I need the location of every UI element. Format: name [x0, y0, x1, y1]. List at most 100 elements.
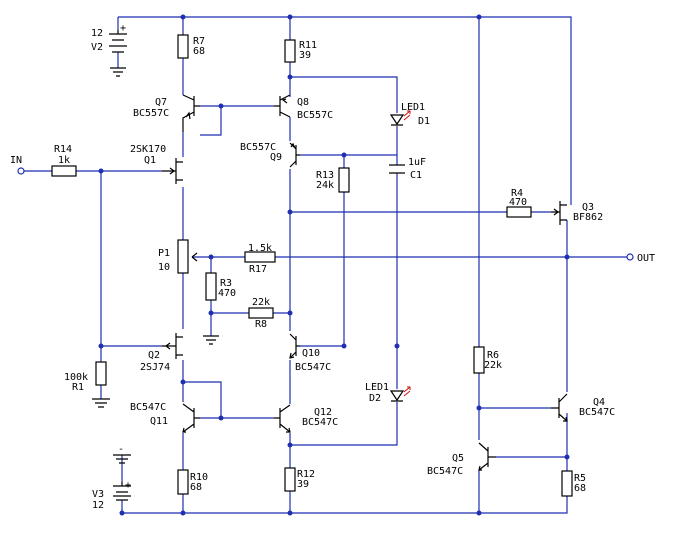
q11-name: Q11 — [150, 416, 168, 427]
transistor-q5: Q5 BC547C — [427, 442, 496, 477]
r12-name: R12 — [297, 469, 315, 480]
transistor-q12: Q12 BC547C — [274, 404, 338, 433]
input-terminal: IN — [10, 155, 25, 175]
r17-value: 1.5k — [248, 243, 272, 254]
resistor-r6: R6 22k — [473, 346, 502, 374]
q5-part: BC547C — [427, 466, 463, 477]
r14-value: 1k — [58, 155, 70, 166]
q7-name: Q7 — [155, 97, 167, 108]
q5-name: Q5 — [452, 453, 464, 464]
transistor-q7: Q7 BC557C — [133, 94, 200, 132]
output-label: OUT — [637, 253, 655, 264]
resistor-r10: R10 68 — [177, 469, 208, 495]
led-d2: LED1 D2 — [365, 382, 411, 404]
r17-name: R17 — [249, 264, 267, 275]
v3-minus: - — [118, 444, 124, 455]
d1-name: D1 — [418, 116, 430, 127]
v3-name: V3 — [92, 489, 104, 500]
resistor-r1: 100k R1 — [64, 361, 107, 393]
transistor-q11: BC547C Q11 — [130, 402, 200, 433]
input-label: IN — [10, 155, 22, 166]
potentiometer-p1: P1 10 — [158, 239, 198, 274]
p1-value: 10 — [158, 262, 170, 273]
r6-value: 22k — [484, 360, 502, 371]
p1-name: P1 — [158, 248, 170, 259]
r6-name: R6 — [487, 350, 499, 361]
resistor-r14: R14 1k — [51, 144, 77, 177]
c1-value: 1uF — [408, 157, 426, 168]
q2-part: 2SJ74 — [140, 362, 170, 373]
transistor-q9: BC557C Q9 — [240, 142, 300, 168]
capacitor-c1: 1uF C1 — [389, 157, 426, 181]
ground-symbols — [92, 67, 219, 464]
r7-value: 68 — [193, 46, 205, 57]
r3-value: 470 — [218, 288, 236, 299]
q12-name: Q12 — [314, 407, 332, 418]
v2-value: 12 — [91, 28, 103, 39]
r5-value: 68 — [574, 483, 586, 494]
transistor-q8: Q8 BC557C — [274, 94, 333, 121]
r8-value: 22k — [252, 297, 270, 308]
v2-name: V2 — [91, 42, 103, 53]
q4-part: BC547C — [579, 407, 615, 418]
r8-name: R8 — [255, 319, 267, 330]
resistor-r11: R11 39 — [284, 39, 317, 63]
resistor-r3: R3 470 — [205, 272, 236, 301]
q8-part: BC557C — [297, 110, 333, 121]
q3-name: Q3 — [582, 202, 594, 213]
output-terminal: OUT — [626, 253, 655, 264]
battery-v2: + 12 V2 — [91, 23, 127, 53]
transistor-q10: Q10 BC547C — [289, 333, 331, 373]
d2-name: D2 — [369, 393, 381, 404]
q1-name: Q1 — [144, 155, 156, 166]
resistor-r17: 1.5k R17 — [244, 243, 276, 275]
q8-name: Q8 — [297, 97, 309, 108]
r13-value: 24k — [316, 180, 334, 191]
resistor-r8: 22k R8 — [248, 297, 274, 330]
r3-name: R3 — [220, 278, 232, 289]
r5-name: R5 — [574, 473, 586, 484]
transistor-q1: 2SK170 Q1 — [130, 144, 183, 184]
r4-name: R4 — [511, 188, 523, 199]
r7-name: R7 — [193, 36, 205, 47]
junction-dots — [98, 14, 570, 516]
r13-name: R13 — [316, 170, 334, 181]
resistor-r5: R5 68 — [561, 470, 586, 497]
resistor-r7: R7 68 — [177, 34, 205, 59]
transistor-q3: Q3 BF862 — [551, 201, 603, 225]
q1-part: 2SK170 — [130, 144, 166, 155]
r12-value: 39 — [297, 479, 309, 490]
c1-name: C1 — [410, 170, 422, 181]
q9-name: Q9 — [270, 152, 282, 163]
battery-v3: + - V3 12 — [92, 444, 131, 511]
d1-type: LED1 — [401, 102, 425, 113]
wires — [24, 16, 627, 514]
q4-name: Q4 — [593, 397, 605, 408]
q7-part: BC557C — [133, 108, 169, 119]
d2-type: LED1 — [365, 382, 389, 393]
r11-value: 39 — [299, 50, 311, 61]
r10-name: R10 — [190, 472, 208, 483]
resistor-r12: R12 39 — [284, 467, 315, 492]
resistor-r4: R4 470 — [506, 188, 532, 218]
r1-value: 100k — [64, 372, 88, 383]
r14-name: R14 — [54, 144, 72, 155]
q10-name: Q10 — [302, 348, 320, 359]
v3-plus: + — [125, 480, 131, 491]
q12-part: BC547C — [302, 417, 338, 428]
q2-name: Q2 — [148, 350, 160, 361]
resistor-r13: R13 24k — [316, 167, 350, 193]
r1-name: R1 — [72, 382, 84, 393]
led-d1: LED1 D1 — [389, 102, 430, 127]
transistor-q2: Q2 2SJ74 — [140, 333, 183, 373]
transistor-q4: Q4 BC547C — [551, 393, 615, 422]
q10-part: BC547C — [295, 362, 331, 373]
q9-part: BC557C — [240, 142, 276, 153]
r10-value: 68 — [190, 482, 202, 493]
q3-part: BF862 — [573, 212, 603, 223]
r11-name: R11 — [299, 40, 317, 51]
q11-part: BC547C — [130, 402, 166, 413]
r4-value: 470 — [509, 197, 527, 208]
v2-plus: + — [120, 23, 126, 34]
